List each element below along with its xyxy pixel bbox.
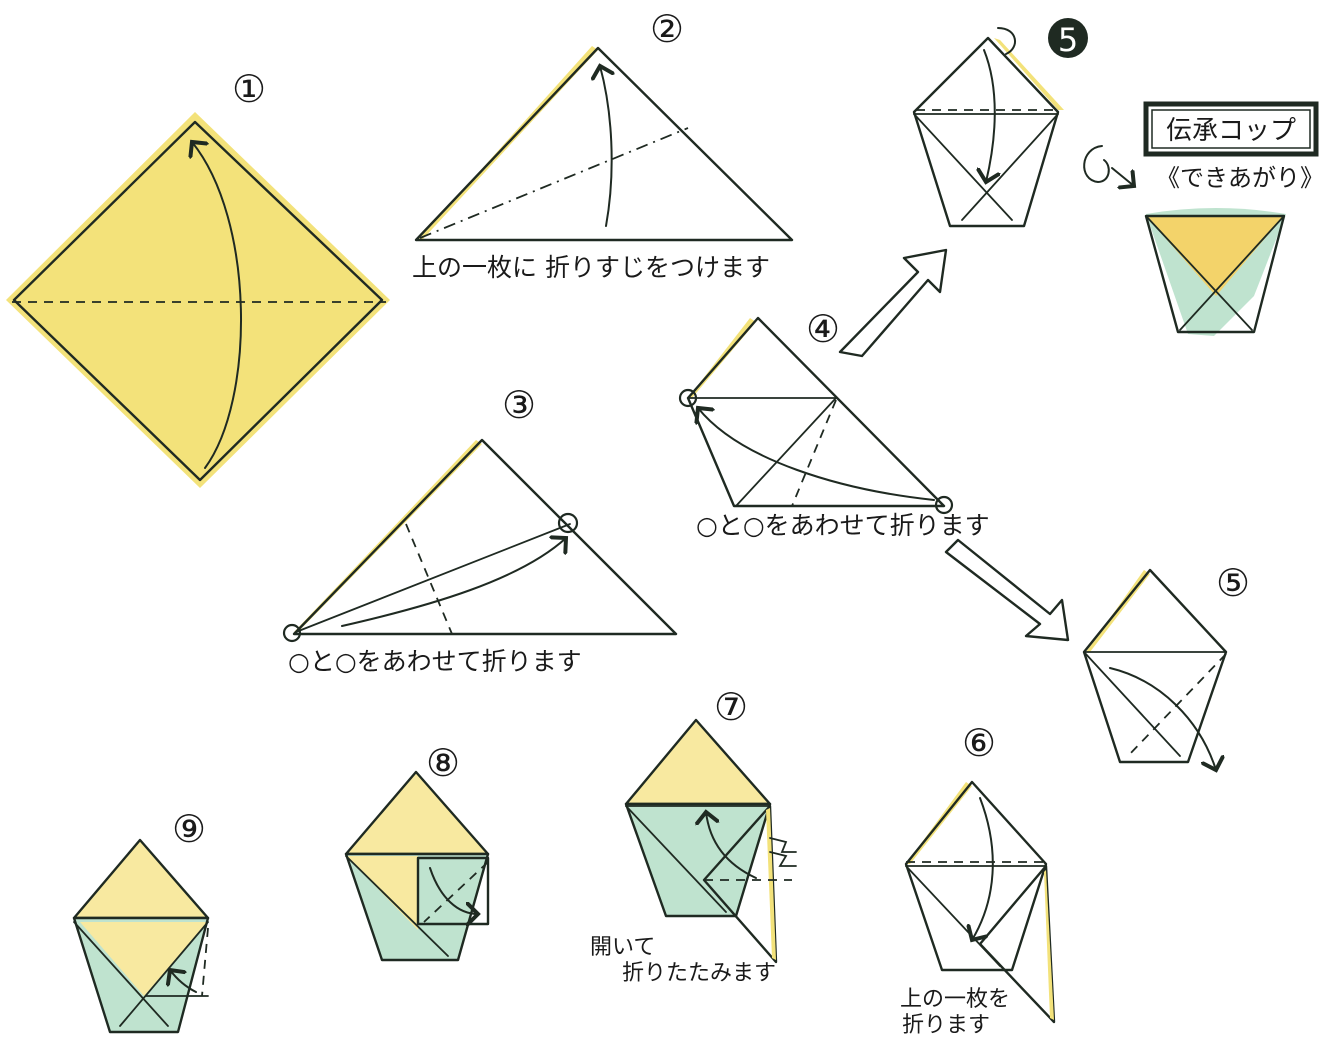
step-5-arrow: [1110, 668, 1216, 770]
step-6-number: ⑥: [962, 721, 996, 765]
step-6-shape: [906, 782, 1046, 970]
step-7-caption-line2: 折りたたみます: [622, 961, 776, 986]
step-5b-arrow: [984, 50, 995, 182]
result-title: 伝承コップ: [1166, 116, 1296, 146]
step-5b-number: 5: [1058, 21, 1078, 59]
step-3-guide-line: [296, 524, 570, 632]
step-4-arrow: [698, 408, 934, 500]
result: 伝承コップ 《できあがり》: [1084, 104, 1324, 336]
step-8-top-flap: [346, 772, 488, 854]
step-5b-diag-1: [914, 114, 1012, 220]
step-3: ③ ○と○をあわせて折ります: [284, 383, 676, 676]
step-4: ④ ○と○をあわせて折ります: [680, 307, 990, 540]
step-5-shape: [1084, 570, 1226, 762]
step-3-triangle: [294, 440, 676, 634]
step-1-number: ①: [232, 67, 266, 111]
step-9: ⑨: [74, 807, 208, 1032]
step-5-number: ⑤: [1216, 561, 1250, 605]
arrow-to-step-5-back: [840, 250, 946, 356]
step-2-caption: 上の一枚に 折りすじをつけます: [412, 253, 770, 282]
step-5b-diag-2: [962, 114, 1058, 220]
step-7-push-icon: [770, 838, 796, 866]
step-8: ⑧: [346, 741, 488, 960]
step-9-number: ⑨: [172, 807, 206, 851]
step-3-caption: ○と○をあわせて折ります: [288, 647, 582, 676]
step-7-body: [626, 804, 770, 916]
step-2-fold-line: [420, 128, 688, 238]
step-5-back: 5: [914, 18, 1088, 226]
step-7-caption-line1: 開いて: [590, 935, 655, 960]
arrow-to-step-5-front: [946, 540, 1068, 640]
step-6: ⑥ 上の一枚を 折ります: [900, 721, 1054, 1038]
step-4-caption: ○と○をあわせて折ります: [696, 511, 990, 540]
result-turn-icon: [1084, 146, 1109, 182]
step-1: ①: [6, 67, 390, 488]
step-6-arrow: [972, 798, 993, 940]
step-8-number: ⑧: [426, 741, 460, 785]
step-6-caption-line2: 折ります: [902, 1013, 990, 1038]
step-5: ⑤: [1084, 561, 1250, 770]
step-6-caption-line1: 上の一枚を: [900, 987, 1010, 1012]
step-2-number: ②: [650, 7, 684, 51]
step-4-diag-line: [736, 398, 836, 506]
step-7-number: ⑦: [714, 685, 748, 729]
step-7: ⑦ 開いて 折りたたみます: [590, 685, 796, 986]
step-2-arrow: [600, 66, 612, 226]
step-4-number: ④: [806, 307, 840, 351]
step-7-top-flap: [626, 720, 770, 804]
result-turn-arrow: [1112, 168, 1134, 186]
result-subtitle: 《できあがり》: [1156, 164, 1324, 192]
step-9-top-flap: [74, 840, 208, 918]
step-2: ② 上の一枚に 折りすじをつけます: [412, 7, 792, 282]
step-5b-shape: [914, 38, 1058, 226]
step-1-yellow-edge: [6, 112, 390, 488]
step-3-number: ③: [502, 383, 536, 427]
step-2-triangle: [416, 48, 792, 240]
step-3-circle-b: [559, 514, 577, 532]
step-5-diag-1: [1084, 652, 1180, 756]
step-4-fold-line: [792, 400, 836, 506]
